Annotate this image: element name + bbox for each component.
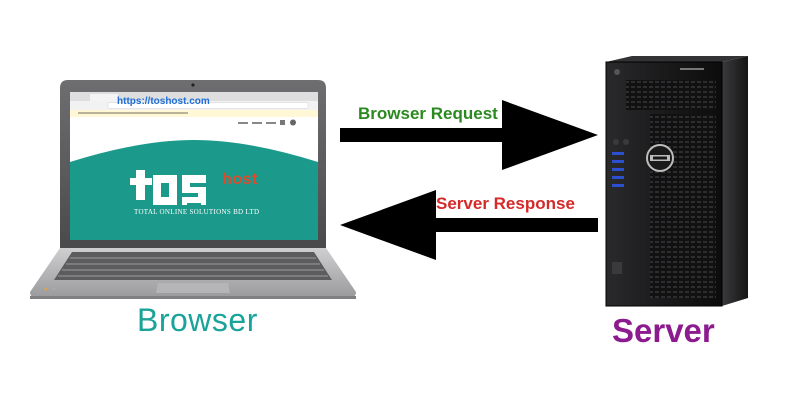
laptop-icon bbox=[30, 80, 356, 299]
tos-logo bbox=[130, 170, 206, 206]
right-arrow-icon bbox=[340, 100, 598, 170]
address-bar-url: https://toshost.com bbox=[117, 96, 210, 107]
browser-request-label: Browser Request bbox=[358, 104, 498, 123]
left-arrow-icon bbox=[340, 190, 598, 260]
server-response-label: Server Response bbox=[436, 194, 575, 213]
logo-subtitle: TOTAL ONLINE SOLUTIONS BD LTD bbox=[134, 208, 260, 216]
tower-server-icon bbox=[605, 56, 748, 307]
browser-label: Browser bbox=[137, 302, 258, 338]
logo-host-text: host bbox=[222, 171, 258, 188]
server-label: Server bbox=[612, 312, 715, 349]
